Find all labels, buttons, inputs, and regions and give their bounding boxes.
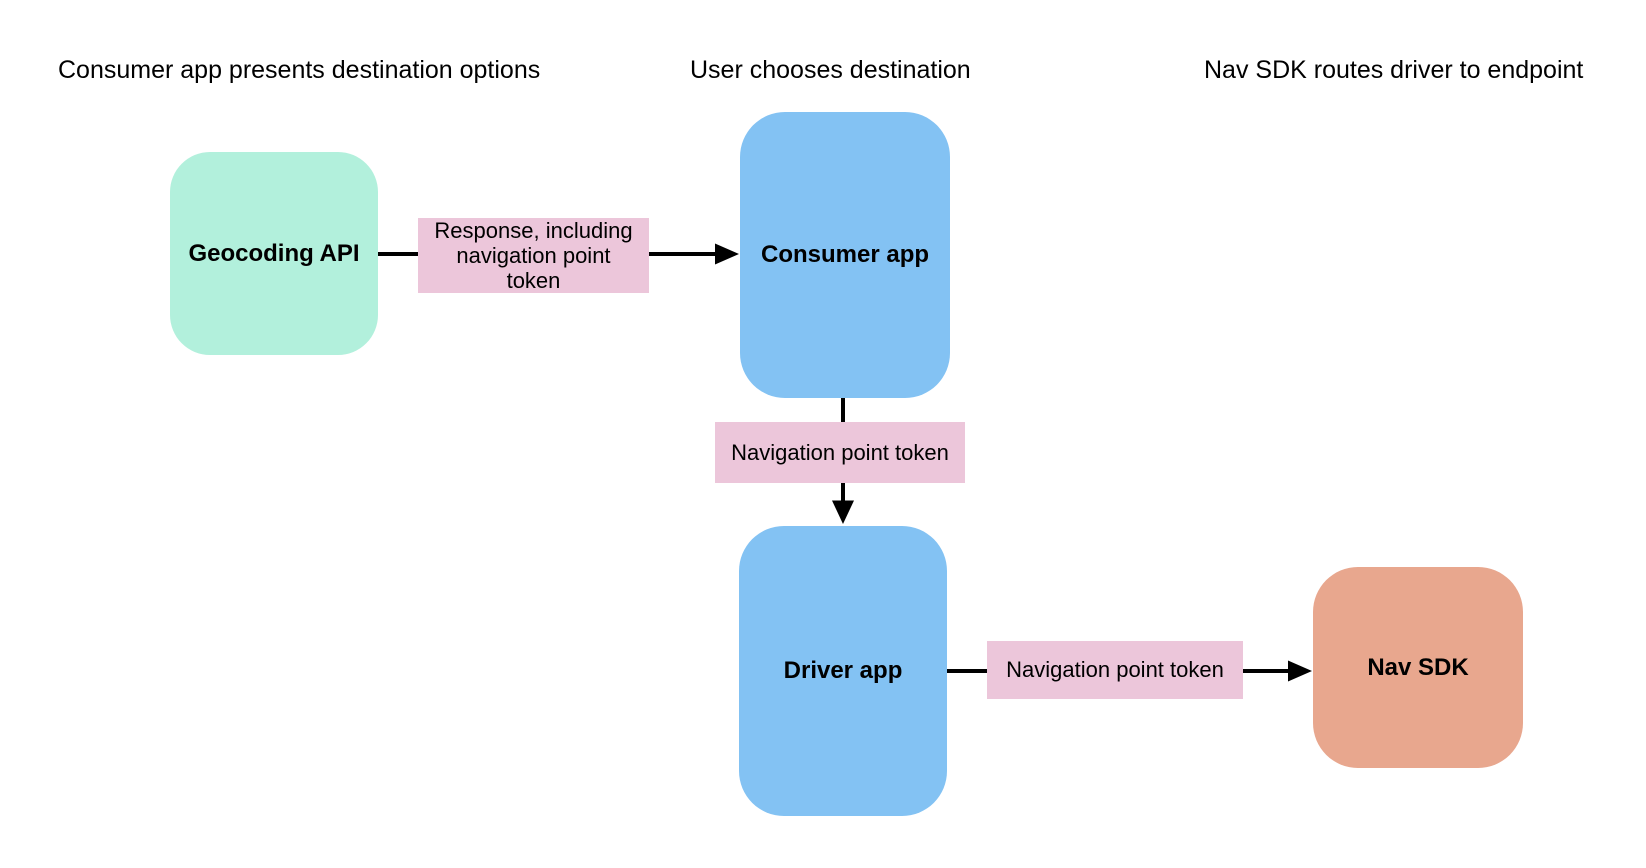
node-geocoding-api: Geocoding API <box>170 152 378 355</box>
node-geocoding-api-label: Geocoding API <box>188 239 360 267</box>
stage-heading-user-chooses: User chooses destination <box>690 56 971 84</box>
stage-heading-navsdk-routes: Nav SDK routes driver to endpoint <box>1204 56 1584 84</box>
node-consumer-app: Consumer app <box>740 112 950 398</box>
node-driver-app: Driver app <box>739 526 947 816</box>
node-driver-app-label: Driver app <box>783 657 903 684</box>
edge-label-response-including-token: Response, including navigation point tok… <box>418 218 649 293</box>
node-nav-sdk-label: Nav SDK <box>1367 653 1469 681</box>
node-nav-sdk: Nav SDK <box>1313 567 1523 768</box>
edge-label-navigation-point-token-1: Navigation point token <box>715 422 965 483</box>
node-consumer-app-label: Consumer app <box>760 241 930 268</box>
stage-heading-consumer-presents: Consumer app presents destination option… <box>58 56 541 84</box>
edge-label-navigation-point-token-2: Navigation point token <box>987 641 1243 699</box>
